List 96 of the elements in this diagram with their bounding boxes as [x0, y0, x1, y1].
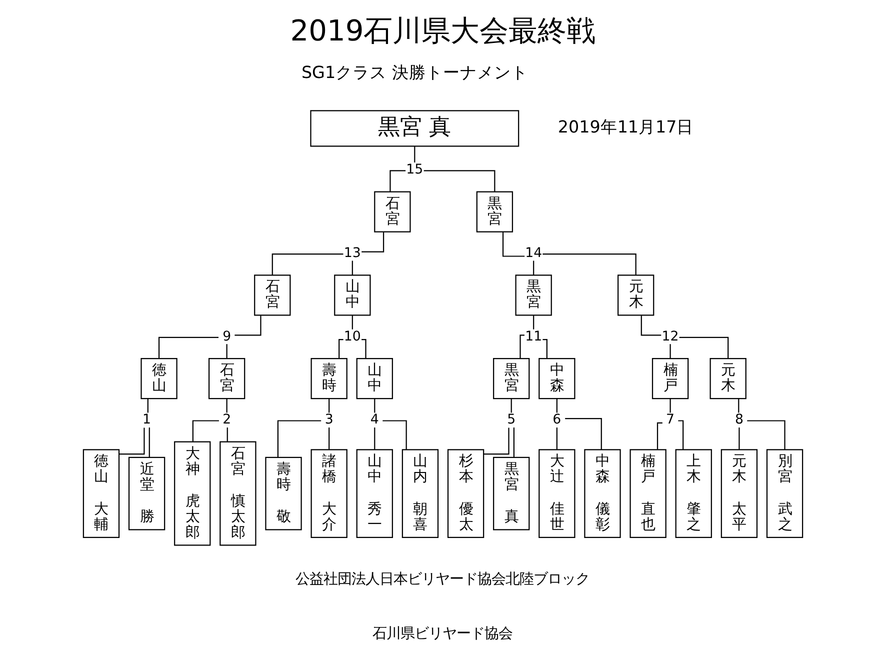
node-text: 4 [370, 412, 379, 428]
node-text: 11 [525, 329, 542, 344]
node-box: 徳山 [140, 358, 178, 400]
connector [192, 420, 219, 442]
connector [226, 344, 228, 358]
node-text: 10 [344, 329, 361, 344]
connector [352, 260, 353, 276]
connector [678, 420, 684, 450]
connector [382, 420, 407, 450]
node-box: 黒宮 [493, 358, 530, 400]
connector [670, 344, 671, 358]
node-text: 6 [552, 412, 562, 428]
connector [542, 253, 636, 276]
node-box: 石宮 [374, 191, 411, 232]
node-box: 石宮 慎太郎 [220, 441, 256, 546]
node-text: 7 [666, 412, 675, 428]
node-box: 杉本 優太 [447, 449, 484, 538]
connector [226, 398, 228, 413]
connector [352, 316, 353, 330]
node-box: 壽時 敬 [265, 456, 302, 530]
connector [656, 422, 662, 450]
node-box: 山内 朝喜 [402, 449, 439, 538]
node-box: 大辻 佳世 [538, 449, 576, 538]
connector [272, 253, 344, 276]
connector [556, 428, 558, 450]
diagram-title: 2019石川県大会最終戦 [290, 13, 596, 48]
node-text: 8 [734, 412, 744, 428]
connector [362, 232, 384, 252]
connector [226, 428, 228, 442]
connector [502, 232, 525, 257]
connector [556, 398, 558, 413]
connector [362, 339, 366, 358]
connector [424, 170, 496, 192]
connector [533, 260, 534, 276]
connector [510, 398, 512, 413]
connector [520, 334, 524, 358]
label: SG1クラス 決勝トーナメント [301, 62, 528, 82]
node-text: 9 [222, 329, 232, 344]
connector [414, 146, 416, 162]
node-text: 3 [324, 412, 334, 428]
connector [533, 316, 534, 330]
node-box: 山中 [356, 358, 393, 400]
connector [328, 428, 330, 450]
node-box: 石宮 [254, 274, 291, 316]
node-text: 2 [222, 412, 232, 428]
node-box: 壽時 [310, 358, 348, 400]
node-box: 楠戸 直也 [630, 449, 666, 538]
node-text: 5 [507, 412, 516, 428]
connector [328, 398, 330, 413]
node-box: 黒宮 [515, 274, 552, 316]
connector [148, 428, 150, 458]
connector [374, 398, 376, 413]
connector [747, 420, 786, 450]
connector [147, 398, 148, 413]
connector [738, 428, 740, 450]
connector [679, 336, 729, 358]
node-box: 元木 太平 [720, 449, 758, 538]
node-box: 大神 虎太郎 [174, 441, 211, 546]
connector [513, 428, 514, 458]
node-box: 別宮 武之 [766, 449, 804, 538]
node-box: 中森 [538, 358, 576, 400]
node-text: 15 [406, 162, 424, 178]
node-box: 黒宮 [476, 191, 514, 232]
node-box: 石宮 [208, 358, 246, 400]
connector [158, 336, 218, 358]
node-text: 12 [662, 329, 679, 344]
connector [374, 428, 376, 450]
node-box: 山中 秀一 [356, 449, 393, 538]
label: 公益社団法人日本ビリヤード協会北陸ブロック [295, 571, 590, 588]
connector [640, 316, 662, 336]
node-box: 徳山 大輔 [82, 449, 120, 538]
connector [670, 398, 671, 413]
node-box: 上木 肇之 [675, 449, 712, 538]
node-box: 黒宮 真 [493, 456, 530, 530]
node-box: 元木 [618, 274, 654, 316]
node-text: 1 [142, 412, 152, 428]
node-box: 黒宮 真 [310, 110, 520, 147]
node-box: 近堂 勝 [128, 456, 166, 530]
label: 2019年11月17日 [558, 117, 694, 136]
connector [277, 420, 322, 458]
connector [338, 339, 344, 358]
connector [484, 428, 510, 455]
connector [119, 428, 145, 455]
connector [738, 398, 740, 413]
connector [565, 418, 602, 450]
connector [542, 339, 548, 358]
connector [390, 170, 406, 192]
node-box: 山中 [334, 274, 371, 316]
node-text: 13 [344, 246, 361, 261]
node-box: 中森 儀彰 [584, 449, 621, 538]
node-box: 元木 [710, 358, 746, 400]
node-text: 14 [525, 246, 542, 261]
connector [234, 316, 262, 336]
label: 石川県ビリヤード協会 [372, 626, 512, 642]
node-box: 楠戸 [652, 358, 689, 400]
node-box: 諸橋 大介 [310, 449, 348, 538]
